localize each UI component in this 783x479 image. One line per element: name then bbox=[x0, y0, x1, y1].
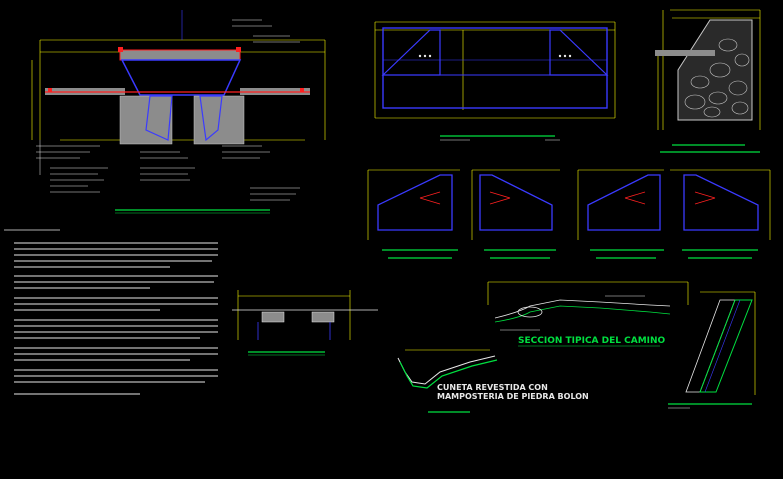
channel-detail: CUNETA REVESTIDA CON MAMPOSTERIA DE PIED… bbox=[397, 349, 589, 413]
typical-section-title: SECCION TIPICA DEL CAMINO bbox=[518, 336, 666, 346]
front-elevation-wall bbox=[374, 21, 616, 141]
wing-sections bbox=[367, 169, 771, 259]
wing-angle-detail bbox=[668, 291, 756, 409]
bridge-cross-section bbox=[31, 10, 326, 214]
cuneta-label-line2: MAMPOSTERIA DE PIEDRA BOLON bbox=[437, 392, 589, 401]
cuneta-label-line1: CUNETA REVESTIDA CON bbox=[437, 383, 548, 392]
curb-detail bbox=[232, 290, 378, 356]
section-e-e bbox=[655, 9, 761, 153]
typical-road-section: SECCION TIPICA DEL CAMINO bbox=[487, 281, 689, 347]
construction-notes bbox=[4, 229, 218, 395]
